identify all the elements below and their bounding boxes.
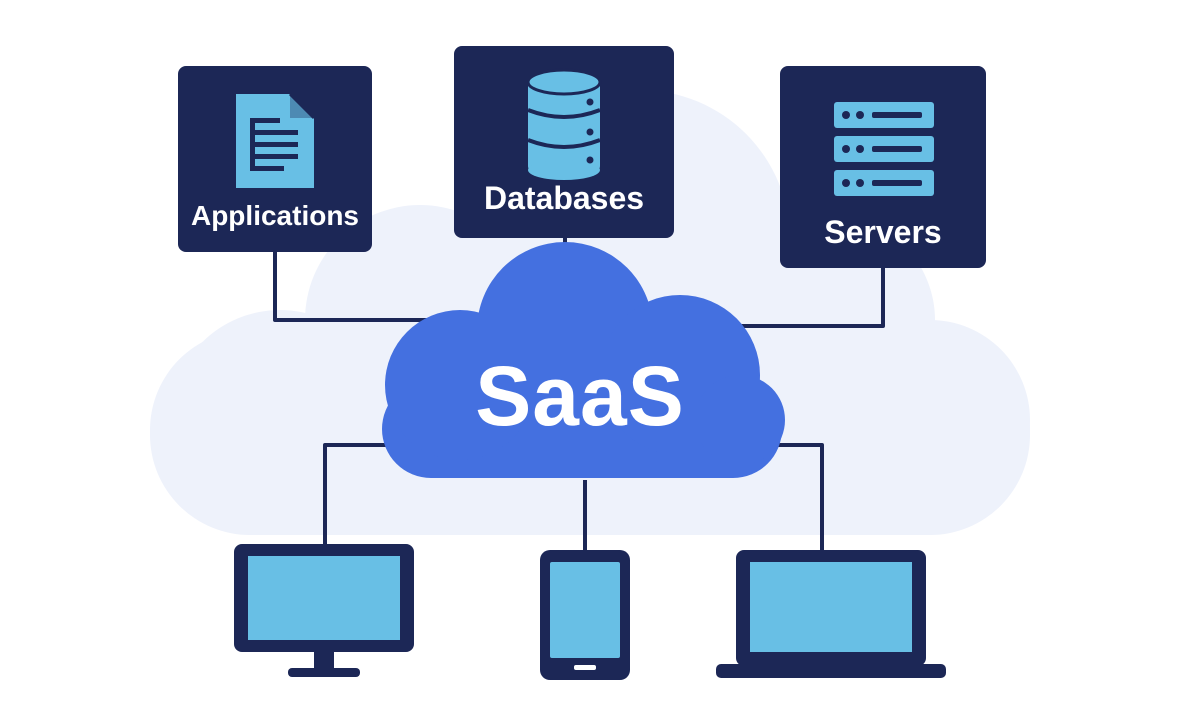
applications-label: Applications [190, 200, 359, 231]
saas-label: SaaS [475, 349, 685, 443]
applications-node [178, 66, 372, 252]
databases-label: Databases [483, 180, 645, 216]
connector-desktop [323, 443, 393, 546]
tablet-icon [540, 550, 630, 680]
database-icon [526, 68, 602, 180]
servers-label: Servers [824, 214, 942, 250]
server-rack-icon [834, 102, 934, 196]
databases-node [454, 46, 674, 238]
document-icon [236, 92, 316, 188]
connector-applications [273, 252, 470, 322]
saas-cloud [382, 242, 785, 478]
laptop-icon [716, 550, 946, 678]
connector-laptop [778, 443, 824, 552]
desktop-monitor-icon [234, 544, 414, 677]
servers-node [780, 66, 986, 268]
servers-box [780, 66, 986, 268]
